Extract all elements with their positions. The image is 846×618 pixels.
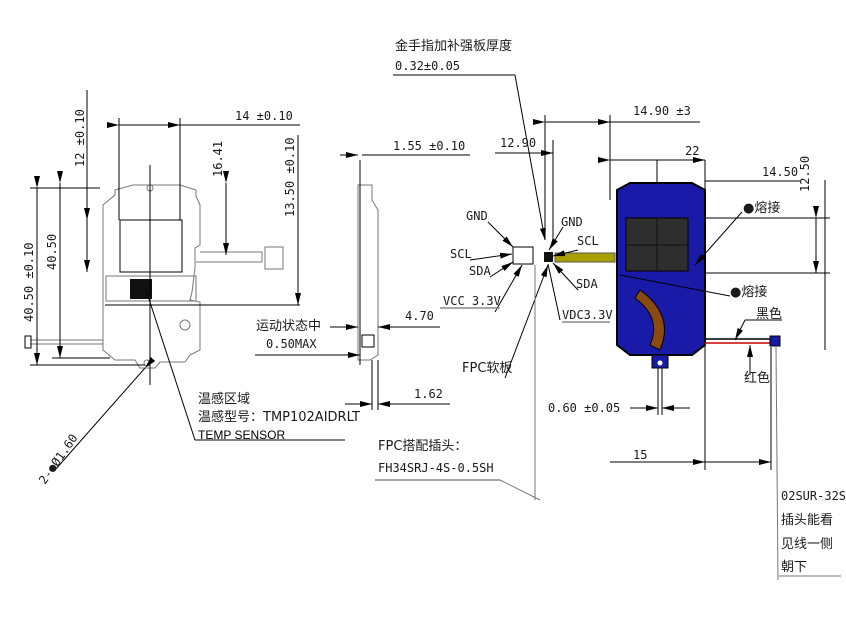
- pin-vcc-left: VCC 3.3V: [443, 294, 501, 308]
- coil: [634, 289, 665, 351]
- dim-14-90: 14.90 ±3: [633, 104, 691, 118]
- pin-vdc-right: VDC3.3V: [562, 308, 613, 322]
- temp-sensor-label: TEMP SENSOR: [198, 428, 285, 442]
- dim-16-41: 16.41: [211, 141, 225, 177]
- pin-gnd-right: GND: [561, 215, 583, 229]
- motion-note: 运动状态中: [256, 319, 321, 334]
- gold-finger: [544, 252, 553, 262]
- plug-02sur: [769, 335, 781, 347]
- dim-12-90: 12.90: [500, 136, 536, 150]
- fpc-tab: [264, 246, 284, 270]
- motion-value: 0.50MAX: [266, 337, 317, 351]
- fpc-connector-part: FH34SRJ-4S-0.5SH: [378, 461, 494, 475]
- pin-scl-right: SCL: [577, 234, 599, 248]
- temp-area-label: 温感区域: [198, 391, 250, 407]
- fpc-board-label: FPC软板: [462, 361, 512, 376]
- fpc-cable: [554, 252, 616, 263]
- dim-width-14: 14 ±0.10: [235, 109, 293, 123]
- plug-note-1: 插头能看: [781, 512, 833, 528]
- dim-holes: 2-●Ø1.60: [36, 431, 81, 486]
- dim-1-55: 1.55 ±0.10: [393, 139, 465, 153]
- dim-12-50: 12.50: [798, 156, 812, 192]
- front-view: [24, 90, 345, 471]
- plug-note-3: 朝下: [781, 560, 807, 575]
- temp-sensor-area: [130, 279, 152, 299]
- side-view: [255, 152, 470, 410]
- dim-1-62: 1.62: [414, 387, 443, 401]
- stiffener-value: 0.32±0.05: [395, 59, 460, 73]
- plug-note-2: 见线一侧: [781, 537, 833, 552]
- pin-gnd-left: GND: [466, 209, 488, 223]
- fpc-connector-label: FPC搭配插头：: [378, 438, 467, 454]
- pin-scl-left: SCL: [450, 247, 472, 261]
- plug-part: 02SUR-32S: [781, 489, 846, 503]
- dim-40-50-tol: 40.50 ±0.10: [22, 243, 36, 322]
- fpc-connector: [512, 246, 534, 265]
- stiffener-note: 金手指加补强板厚度: [395, 38, 512, 54]
- dim-14-50: 14.50: [762, 165, 798, 179]
- dim-40-50: 40.50: [45, 234, 59, 270]
- module-view: [375, 74, 830, 581]
- dim-22: 22: [685, 144, 699, 158]
- pin-sda-right: SDA: [576, 277, 598, 291]
- wire-red-label: 红色: [744, 370, 770, 386]
- dim-0-60: 0.60 ±0.05: [548, 401, 620, 415]
- weld-label-2: ●熔接: [730, 284, 767, 300]
- pin-sda-left: SDA: [469, 264, 491, 278]
- temp-model-label: 温感型号：TMP102AIDRLT: [198, 409, 360, 425]
- dim-13-50: 13.50 ±0.10: [283, 138, 297, 217]
- sensor-window-outline: [119, 219, 183, 273]
- dim-15: 15: [633, 448, 647, 462]
- wire-black-label: 黑色: [756, 306, 782, 322]
- weld-label-1: ●熔接: [743, 200, 780, 216]
- dim-12: 12 ±0.10: [73, 109, 87, 167]
- dim-4-70: 4.70: [405, 309, 434, 323]
